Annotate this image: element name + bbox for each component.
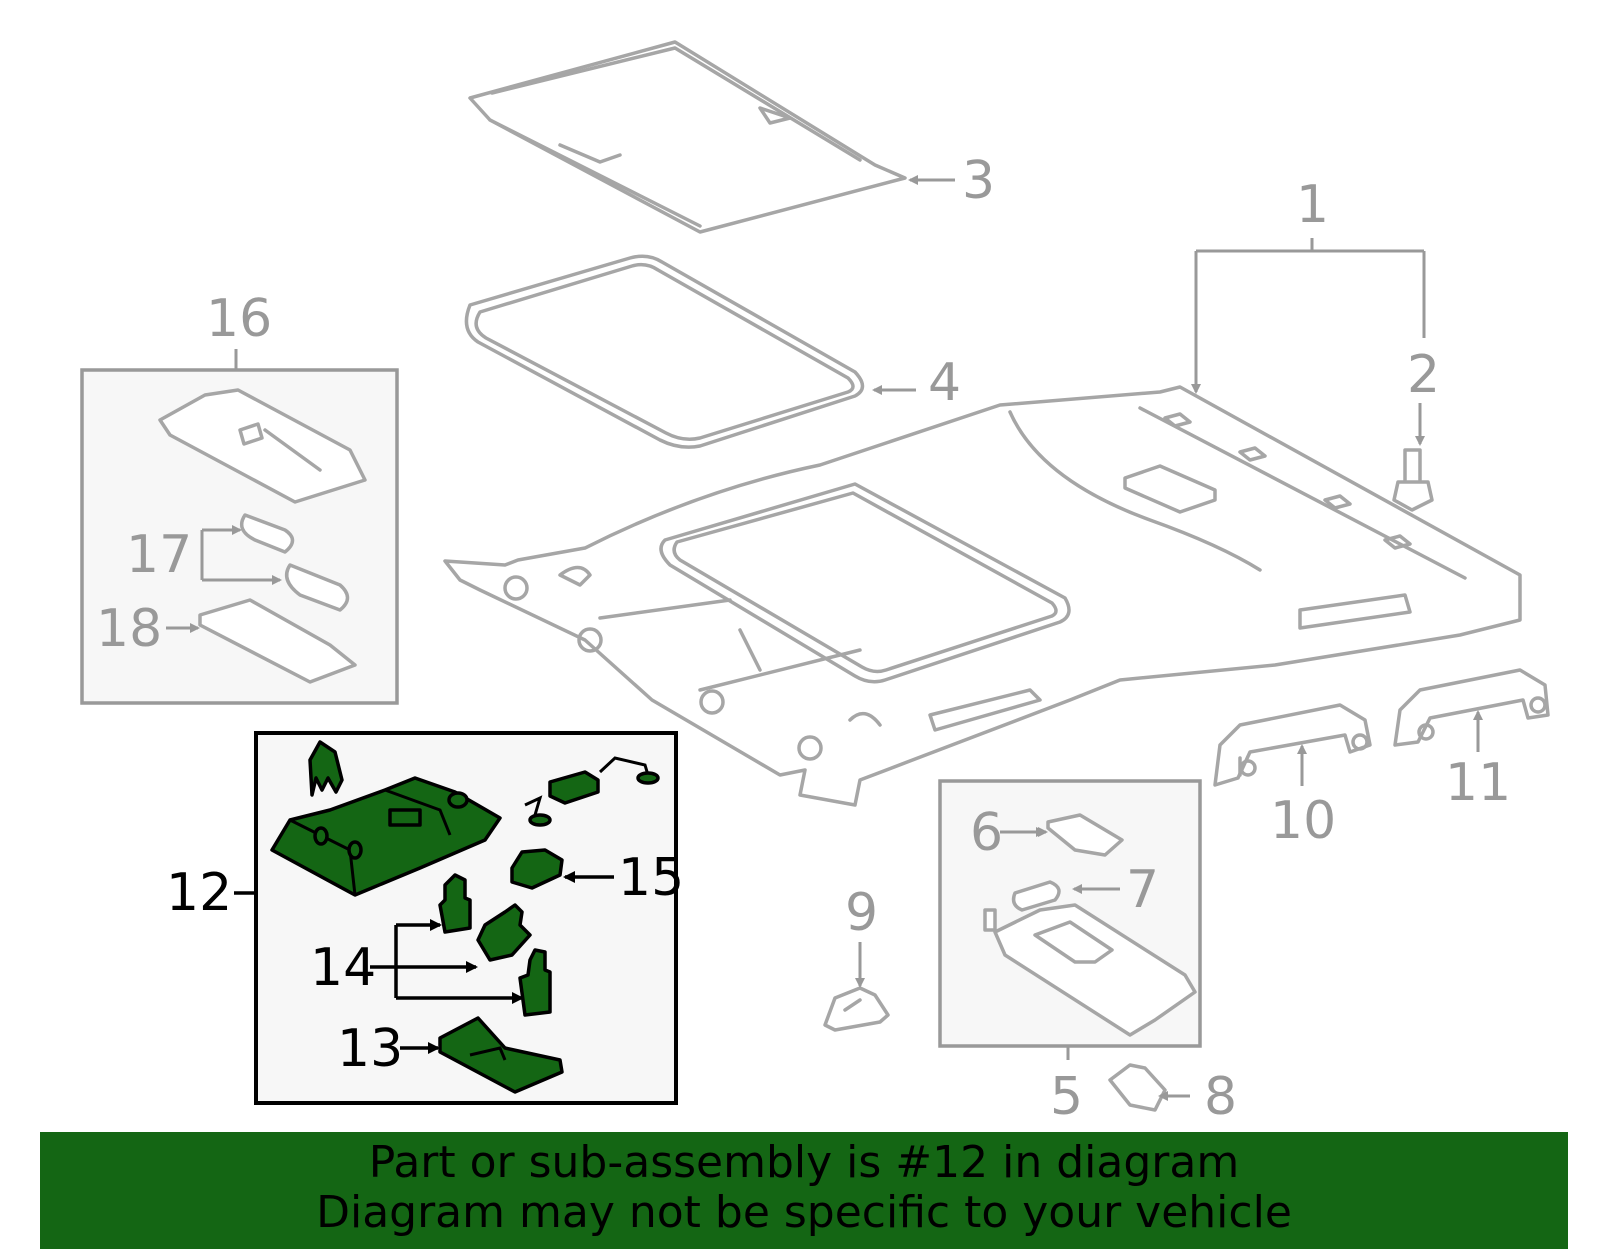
part-10-grab-handle <box>1213 703 1372 787</box>
callout-12: 12 <box>166 863 232 923</box>
part-8-holder <box>1108 1063 1167 1112</box>
callout-2: 2 <box>1407 345 1440 405</box>
leader-lines-highlight <box>234 871 614 1054</box>
banner-line-1: Part or sub-assembly is #12 in diagram <box>368 1137 1240 1188</box>
callout-16: 16 <box>206 289 272 349</box>
part-9-clip <box>823 986 890 1032</box>
part-2-clip <box>1392 448 1434 512</box>
callout-6: 6 <box>970 803 1003 863</box>
highlight-box-12 <box>254 731 678 1105</box>
callout-11: 11 <box>1445 753 1511 813</box>
part-1-headliner <box>443 385 1522 807</box>
callout-7: 7 <box>1126 860 1159 920</box>
callout-14: 14 <box>310 938 376 998</box>
callout-17: 17 <box>126 525 192 585</box>
info-banner: Part or sub-assembly is #12 in diagram D… <box>40 1132 1568 1249</box>
group-box-5 <box>938 779 1202 1048</box>
callout-5: 5 <box>1050 1067 1083 1127</box>
callout-8: 8 <box>1204 1067 1237 1127</box>
callout-15: 15 <box>618 848 684 908</box>
leader-lines <box>166 175 1483 1101</box>
callout-1: 1 <box>1296 175 1329 235</box>
banner-line-2: Diagram may not be specific to your vehi… <box>316 1187 1292 1238</box>
callout-18: 18 <box>96 599 162 659</box>
part-4-seal <box>464 254 865 449</box>
callout-9: 9 <box>845 883 878 943</box>
callout-13: 13 <box>337 1019 403 1079</box>
part-11-grab-handle <box>1393 668 1550 747</box>
callout-4: 4 <box>928 353 961 413</box>
part-3-sunshade <box>468 40 907 234</box>
callout-3: 3 <box>962 151 995 211</box>
callout-10: 10 <box>1270 791 1336 851</box>
